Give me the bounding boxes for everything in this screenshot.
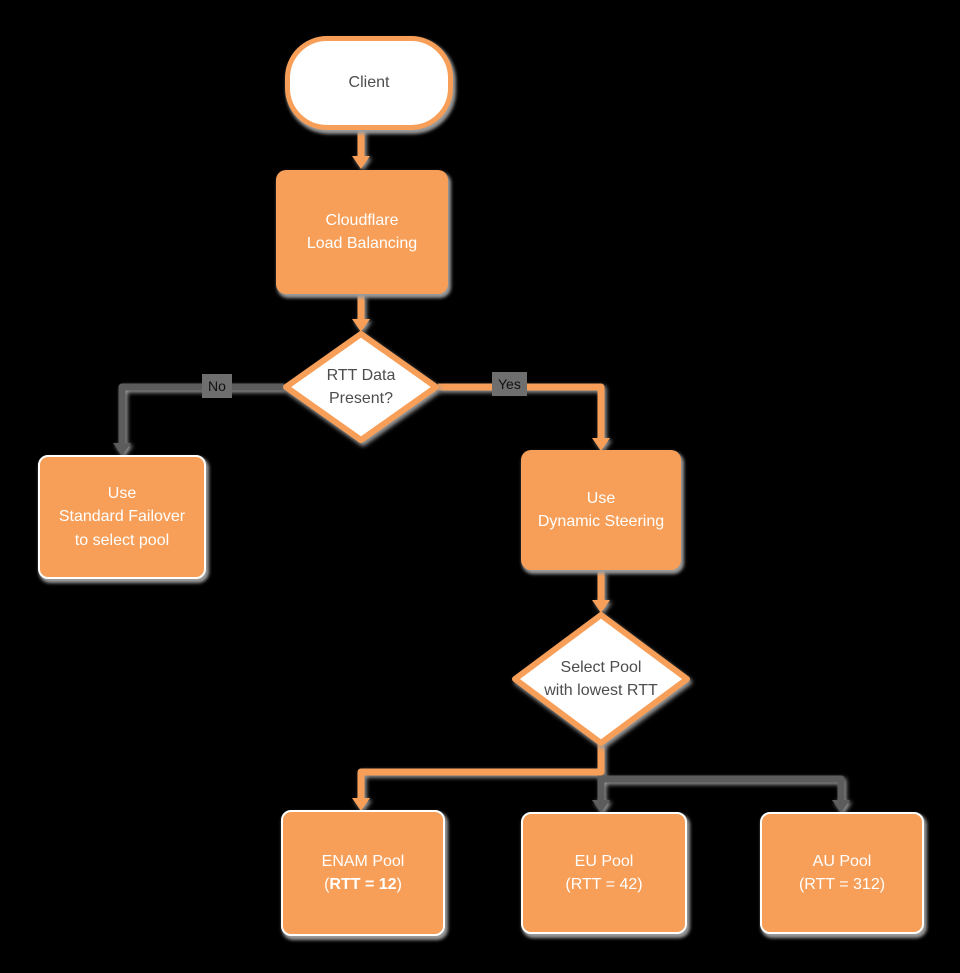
- node-label-line: with lowest RTT: [544, 682, 658, 699]
- edge-select-enam: [357, 744, 605, 798]
- node-label-line: Dynamic Steering: [537, 513, 665, 530]
- node-label-line: Use: [107, 485, 137, 503]
- node-client: Client: [285, 36, 453, 130]
- node-enam-pool: ENAM Pool (RTT = 12): [281, 810, 445, 936]
- node-select-pool-decision: Select Pool with lowest RTT: [512, 612, 690, 746]
- decision-diamond-shape: [512, 612, 690, 746]
- node-label-line: ENAM Pool: [321, 852, 405, 870]
- arrowhead-yes-dynamic-steering: [592, 438, 610, 451]
- node-label-line: Use: [586, 489, 616, 507]
- node-label-line: EU Pool: [574, 852, 634, 870]
- edge-label-yes: Yes: [492, 372, 527, 396]
- edge-label-no: No: [202, 374, 232, 398]
- rtt-paren-close: ): [396, 876, 402, 893]
- arrowhead-select-enam: [352, 798, 370, 811]
- node-cloudflare-load-balancing: Cloudflare Load Balancing: [276, 170, 448, 294]
- arrowhead-client-cloudflare: [352, 156, 370, 169]
- node-eu-pool: EU Pool (RTT = 42): [521, 812, 687, 934]
- node-label-line: (RTT = 312): [798, 876, 886, 893]
- node-label-line: Cloudflare: [325, 211, 399, 229]
- rtt-value-bold: RTT = 12: [329, 876, 397, 893]
- node-client-label: Client: [348, 74, 390, 92]
- node-label-line: (RTT = 12): [324, 873, 402, 896]
- node-label-line: Select Pool: [560, 658, 642, 676]
- arrowhead-cloudflare-rtt: [352, 319, 370, 332]
- node-label-line: to select pool: [74, 531, 170, 549]
- arrowhead-select-eu: [592, 800, 610, 813]
- decision-label: RTT Data Present?: [283, 331, 439, 443]
- node-label-line: Standard Failover: [58, 508, 186, 526]
- node-au-pool: AU Pool (RTT = 312): [760, 812, 924, 934]
- arrowhead-select-au: [832, 800, 850, 813]
- node-standard-failover: Use Standard Failover to select pool: [38, 455, 206, 579]
- node-label-line: (RTT = 42): [565, 876, 643, 893]
- rtt-paren-open: (: [324, 876, 330, 893]
- node-rtt-data-present-decision: RTT Data Present?: [283, 331, 439, 443]
- arrowhead-dynamic-select: [592, 600, 610, 613]
- edge-select-au: [597, 744, 845, 800]
- node-label-line: AU Pool: [812, 852, 872, 870]
- node-dynamic-steering: Use Dynamic Steering: [521, 450, 681, 570]
- node-label-line: Present?: [328, 390, 394, 407]
- arrowhead-no-standard-failover: [113, 443, 131, 456]
- decision-label: Select Pool with lowest RTT: [512, 612, 690, 746]
- node-label-line: RTT Data: [326, 366, 396, 384]
- decision-diamond-shape: [283, 331, 439, 443]
- node-label-line: Load Balancing: [306, 235, 418, 252]
